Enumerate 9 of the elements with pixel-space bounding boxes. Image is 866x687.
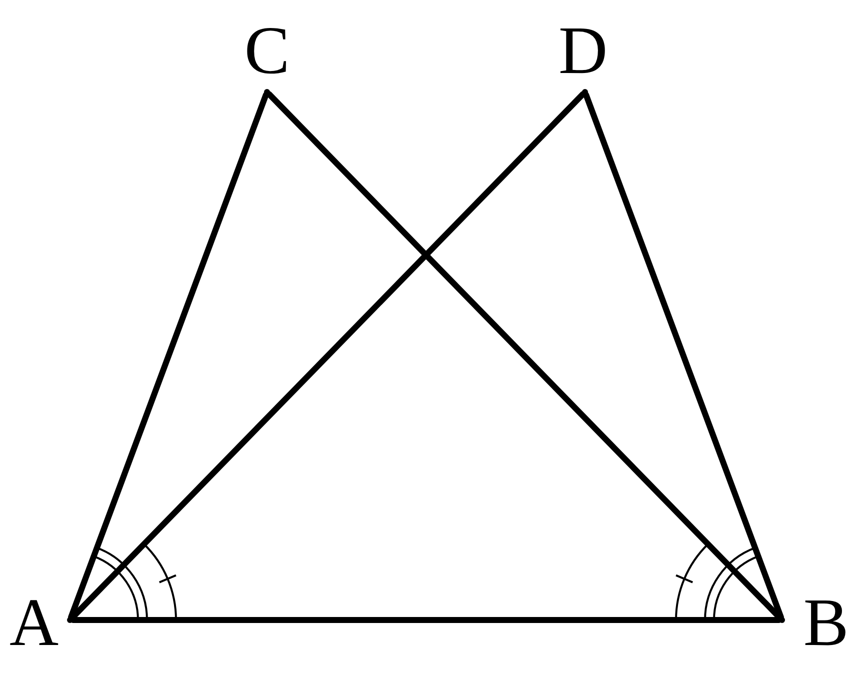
vertex-point: [582, 89, 588, 95]
vertex-point: [264, 89, 270, 95]
vertex-label: D: [558, 16, 608, 84]
vertex-label: C: [244, 16, 290, 84]
line-segment: [583, 92, 784, 620]
line-segment: [68, 92, 269, 620]
line-segment: [70, 617, 782, 623]
vertex-label: A: [9, 588, 59, 656]
vertex-label: B: [803, 588, 849, 656]
